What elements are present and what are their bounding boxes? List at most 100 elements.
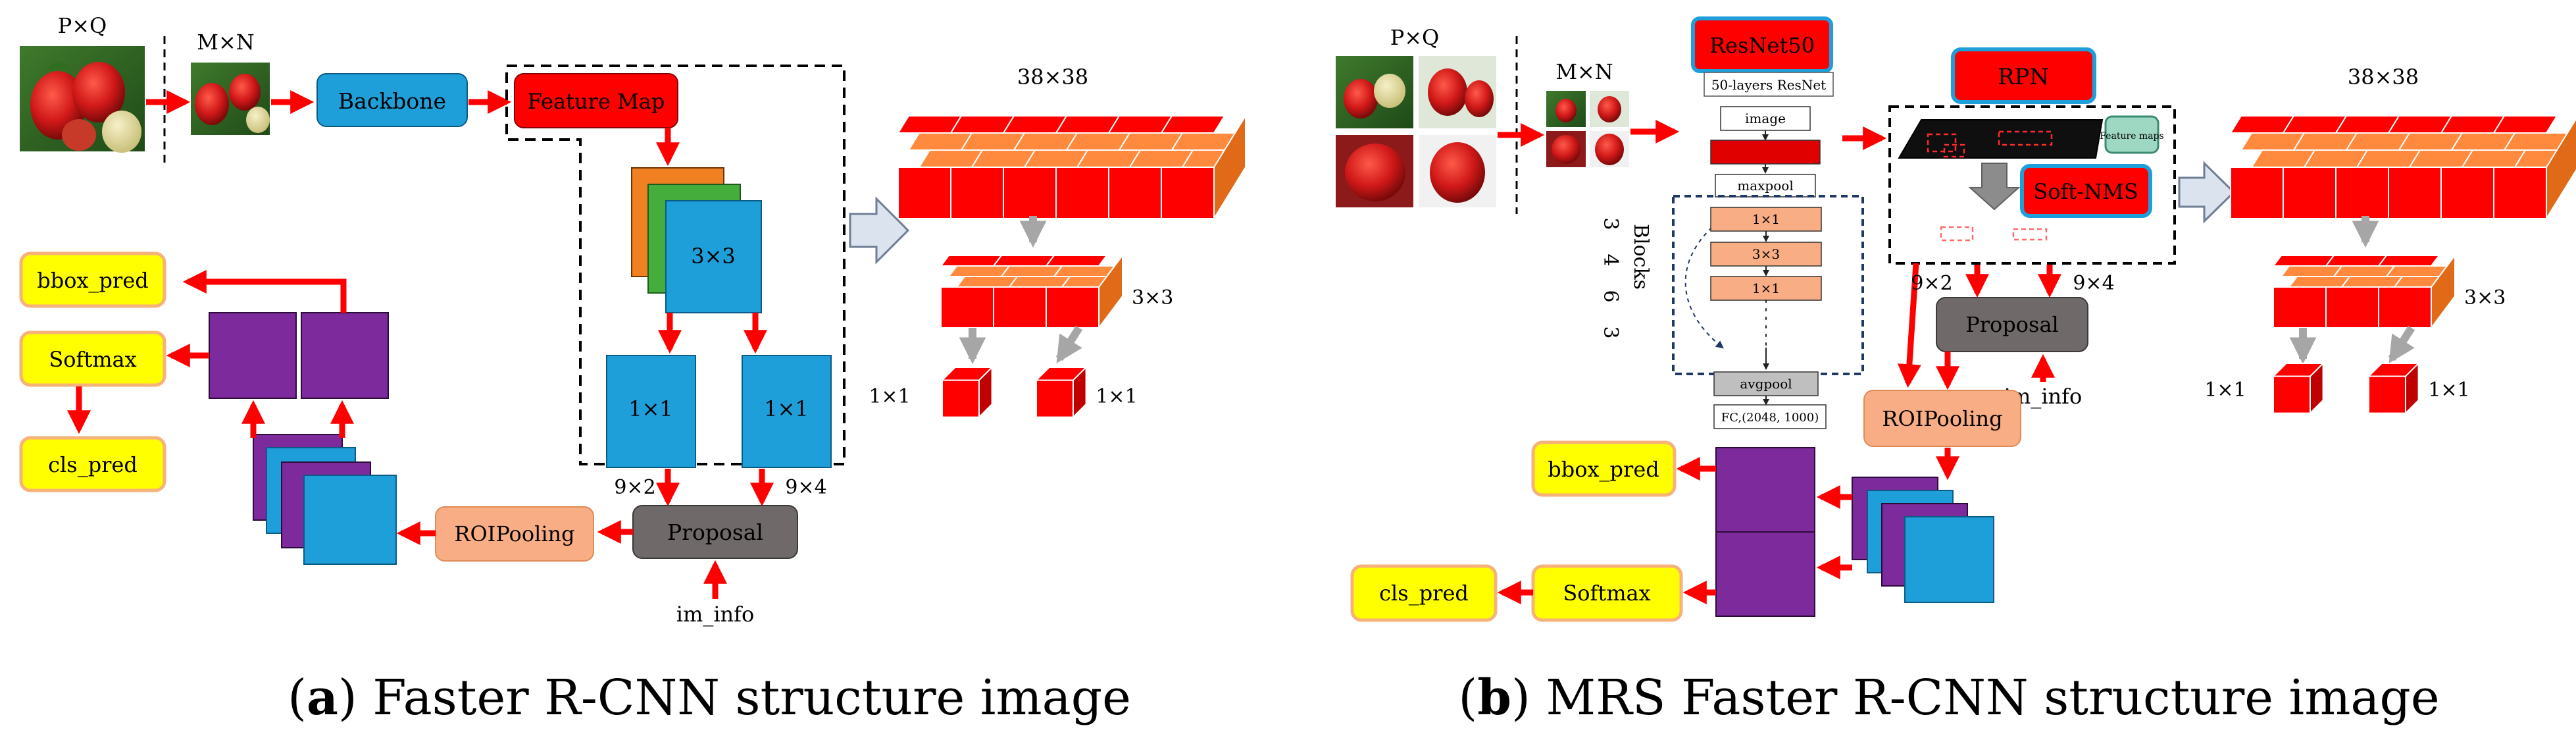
anchor-grid-38x38 bbox=[897, 113, 1247, 221]
a-grid38-front-cell bbox=[1003, 167, 1057, 219]
im-info-label: im_info bbox=[676, 602, 755, 627]
b-arrow-window-to-cube-right bbox=[2388, 325, 2415, 363]
a-cube-left-side bbox=[978, 365, 993, 419]
rpn-label: RPN bbox=[1998, 64, 2049, 90]
resized-strawberry-photo bbox=[191, 63, 270, 135]
conv-1x1-cls-box bbox=[606, 355, 696, 468]
arrow-window-to-cube-right bbox=[1055, 325, 1083, 363]
input-strawberry-photo bbox=[20, 46, 145, 153]
b-sliding-window-3x3 bbox=[2272, 253, 2456, 330]
a-cube-right-front bbox=[1036, 379, 1074, 418]
resnet-block-3x3 bbox=[1710, 242, 1822, 267]
resnet-block-3x3-label: 3×3 bbox=[1752, 246, 1780, 262]
b-big-arrow-to-anchors bbox=[2178, 161, 2236, 224]
resnet-conv-box bbox=[1710, 140, 1821, 165]
b-arrow-rpn-to-roipooling bbox=[1897, 263, 1921, 388]
a-cube-right-side bbox=[1073, 365, 1087, 419]
b-anchor-grid-38x38 bbox=[2229, 115, 2576, 221]
proposal-label: Proposal bbox=[667, 519, 763, 545]
a-grid3-top-cell bbox=[1008, 276, 1071, 288]
a-grid38-front-cell bbox=[1108, 167, 1162, 219]
a-grid38-front-cell bbox=[897, 167, 951, 219]
b-cls-pred-label: cls_pred bbox=[1379, 581, 1469, 606]
b-fc-block-bottom bbox=[1715, 531, 1815, 617]
a-grid3-top-cell bbox=[1053, 265, 1116, 277]
conv-1x1-reg-label: 1×1 bbox=[764, 396, 809, 421]
backbone-label: Backbone bbox=[338, 88, 446, 114]
b-dim-9x2-label: 9×2 bbox=[1911, 272, 1952, 295]
b-resized-photo-grid bbox=[1546, 91, 1629, 167]
resnet50-box bbox=[1691, 16, 1833, 73]
b-fc-block-top bbox=[1715, 447, 1815, 533]
softmax-box bbox=[19, 330, 166, 387]
b-grid38-front-cell bbox=[2440, 167, 2494, 219]
b-cube-right-front bbox=[2368, 375, 2406, 414]
output-cube-left bbox=[940, 365, 994, 419]
soft-nms-label: Soft-NMS bbox=[2033, 179, 2138, 204]
rpn-dashed-region bbox=[505, 65, 846, 465]
panel-a: P×Q M×N Backbone Feature Map bbox=[19, 13, 1247, 726]
b-grid3-top-cell bbox=[2325, 255, 2388, 267]
dim-9x2-label: 9×2 bbox=[614, 476, 655, 499]
b-grid38-side bbox=[2546, 117, 2576, 221]
backbone-box bbox=[316, 73, 468, 127]
b-cube-left-side bbox=[2310, 361, 2324, 415]
b-cube-right-label: 1×1 bbox=[2428, 379, 2469, 402]
big-arrow-to-anchors bbox=[849, 196, 910, 265]
resnet-maxpool-label: maxpool bbox=[1737, 178, 1793, 194]
b-grid3-side bbox=[2431, 253, 2456, 330]
a-grid38-front-cell bbox=[950, 167, 1004, 219]
b-grid38-front-cell bbox=[2493, 167, 2547, 219]
b-grid3-top-cell bbox=[2333, 265, 2396, 277]
b-cube-left-front bbox=[2273, 375, 2311, 414]
a-grid3-top-cell bbox=[992, 255, 1055, 267]
softmax-label: Softmax bbox=[49, 347, 136, 372]
output-cube-right bbox=[1034, 365, 1088, 419]
panel-b: P×Q M×N ResNet50 bbox=[1336, 16, 2576, 726]
fc-block-right bbox=[301, 312, 389, 399]
resnet-avgpool-label: avgpool bbox=[1740, 376, 1792, 392]
a-grid38-front-cell bbox=[1161, 167, 1215, 219]
blocks-count-4: 3 bbox=[1599, 326, 1622, 338]
grid-38x38-label: 38×38 bbox=[1017, 65, 1088, 90]
b-pooled-map-blue-2 bbox=[1904, 516, 1994, 603]
blocks-count-3: 6 bbox=[1599, 290, 1622, 302]
resnet-fc-label: FC,(2048, 1000) bbox=[1721, 411, 1819, 425]
b-output-cube-right bbox=[2367, 361, 2421, 415]
blocks-label: Blocks bbox=[1629, 224, 1652, 290]
b-grid3-top-cell bbox=[2377, 255, 2440, 267]
a-grid3-front-cell bbox=[993, 286, 1047, 329]
blocks-count-2: 4 bbox=[1599, 253, 1622, 266]
resnet50-label: ResNet50 bbox=[1709, 33, 1815, 58]
b-grid3-top-cell bbox=[2288, 276, 2351, 288]
resnet-sub-label: 50-layers ResNet bbox=[1711, 77, 1826, 93]
b-grid3-front-cell bbox=[2378, 286, 2432, 329]
b-input-size-label: P×Q bbox=[1390, 25, 1440, 50]
b-grid3-top-cell bbox=[2272, 255, 2335, 267]
b-proposal-label: Proposal bbox=[1965, 312, 2059, 337]
b-softmax-label: Softmax bbox=[1563, 581, 1650, 606]
resnet-image-label: image bbox=[1745, 111, 1786, 126]
a-grid3-top-cell bbox=[1045, 255, 1108, 267]
a-grid38-side bbox=[1213, 113, 1246, 221]
rpn-box bbox=[1951, 47, 2096, 104]
arrow-fc-to-bbox bbox=[182, 270, 347, 313]
a-grid3-top-cell bbox=[940, 255, 1003, 267]
a-grid3-side bbox=[1098, 253, 1123, 330]
pooled-map-blue-2 bbox=[303, 475, 397, 565]
resnet-image-box bbox=[1720, 106, 1811, 131]
rpn-anchor-box-1 bbox=[1927, 133, 1957, 153]
resnet-block-1x1b-label: 1×1 bbox=[1752, 280, 1780, 296]
rpn-feature-slab bbox=[1898, 119, 2104, 159]
b-bbox-pred-box bbox=[1531, 440, 1677, 497]
rpn-anchor-box-2 bbox=[1998, 130, 2053, 146]
nms-kept-box-1 bbox=[1940, 226, 1974, 242]
a-cube-left-front bbox=[942, 379, 980, 418]
caption-a: (a) Faster R-CNN structure image bbox=[288, 670, 1131, 726]
a-grid3-front-cell bbox=[940, 286, 994, 329]
grid-3x3-label: 3×3 bbox=[1132, 286, 1173, 309]
b-roipooling-box bbox=[1863, 390, 2021, 447]
cls-pred-label: cls_pred bbox=[48, 452, 138, 477]
roipooling-label: ROIPooling bbox=[454, 521, 574, 546]
